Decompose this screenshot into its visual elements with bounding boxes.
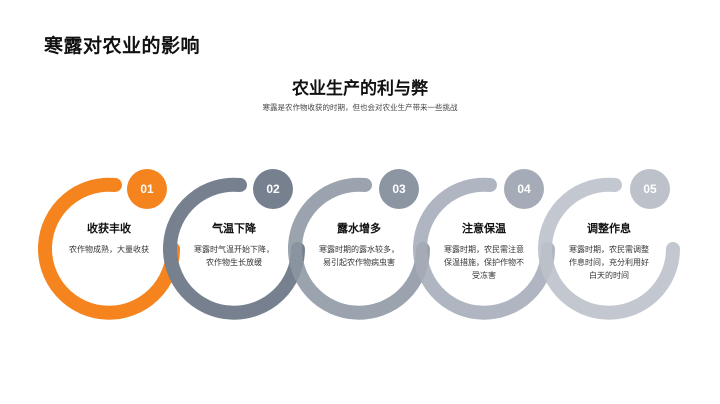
ring-arc-01	[38, 177, 180, 320]
card-body: 寒露时期，农民需注意保温措施，保护作物不受冻害	[444, 245, 524, 280]
ring-arc-03	[288, 177, 430, 320]
card-title: 气温下降	[212, 222, 256, 235]
section-title: 农业生产的利与弊	[292, 79, 428, 99]
card-03: 露水增多 寒露时期的露水较多，易引起农作物病虫害	[317, 220, 401, 269]
section-subtitle: 寒露是农作物收获的时期，但也会对农业生产带来一些挑战	[262, 103, 458, 112]
step-badge-04: 04	[504, 169, 544, 209]
card-02: 气温下降 寒露时气温开始下降，农作物生长放缓	[192, 220, 276, 269]
slide-title: 寒露对农业的影响	[44, 35, 201, 57]
card-title: 露水增多	[337, 222, 381, 235]
card-body: 寒露时期的露水较多，易引起农作物病虫害	[319, 245, 399, 267]
card-04: 注意保温 寒露时期，农民需注意保温措施，保护作物不受冻害	[442, 220, 526, 282]
card-title: 收获丰收	[87, 222, 131, 235]
step-badge-02: 02	[253, 169, 293, 209]
ring-arc-05	[538, 177, 680, 320]
card-title: 调整作息	[587, 222, 631, 235]
card-title: 注意保温	[462, 222, 506, 235]
step-badge-03: 03	[379, 169, 419, 209]
card-body: 农作物成熟，大量收获	[69, 245, 149, 254]
card-01: 收获丰收 农作物成熟，大量收获	[67, 220, 151, 256]
step-badge-01: 01	[127, 169, 167, 209]
ring-arc-04	[413, 177, 555, 320]
ring-arc-02	[163, 177, 305, 320]
card-body: 寒露时气温开始下降，农作物生长放缓	[194, 245, 274, 267]
card-05: 调整作息 寒露时期，农民需调整作息时间，充分利用好白天的时间	[567, 220, 651, 282]
step-badge-05: 05	[630, 169, 670, 209]
card-body: 寒露时期，农民需调整作息时间，充分利用好白天的时间	[569, 245, 649, 280]
